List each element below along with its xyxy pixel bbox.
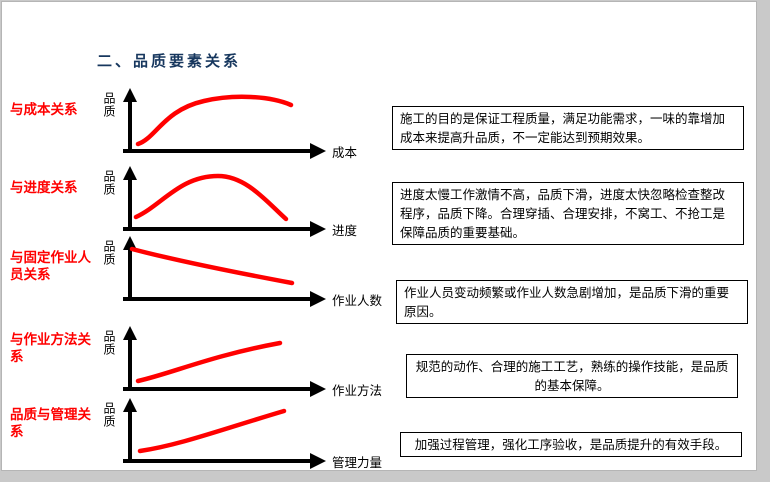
x-axis-label: 作业人数 bbox=[332, 293, 383, 308]
curve bbox=[135, 340, 283, 384]
y-axis-arrow-icon bbox=[123, 236, 137, 250]
x-axis-arrow-icon bbox=[310, 381, 326, 397]
x-axis-label: 成本 bbox=[332, 145, 358, 160]
x-axis-arrow-icon bbox=[310, 291, 326, 307]
curve bbox=[133, 173, 289, 222]
chart-management: 品质 管理力量 bbox=[102, 398, 402, 478]
row-label-workers: 与固定作业人员关系 bbox=[10, 250, 91, 283]
x-axis-arrow-icon bbox=[310, 143, 326, 159]
note-box-method: 规范的动作、合理的施工工艺，熟练的操作技能，是品质的基本保障。 bbox=[406, 354, 738, 398]
slide-canvas: 二、品质要素关系 与成本关系 品质 成本 施工的目的是保证工程质量，满足功能需求… bbox=[1, 1, 757, 471]
note-box-management: 加强过程管理，强化工序验收，是品质提升的有效手段。 bbox=[400, 432, 742, 457]
x-axis-label: 管理力量 bbox=[332, 455, 383, 470]
y-axis-label: 品质 bbox=[102, 92, 116, 118]
chart-svg bbox=[123, 88, 326, 159]
chart-method: 品质 作业方法 bbox=[102, 326, 402, 406]
note-box-cost: 施工的目的是保证工程质量，满足功能需求，一味的靠增加成本来提高升品质，不一定能达… bbox=[392, 106, 744, 150]
chart-cost: 品质 成本 bbox=[102, 88, 402, 168]
row-label-management: 品质与管理关系 bbox=[10, 407, 91, 440]
y-axis-arrow-icon bbox=[123, 88, 137, 102]
note-box-schedule: 进度太慢工作激情不高，品质下滑，进度太快忽略检查整改程序，品质下降。合理穿插、合… bbox=[392, 182, 744, 245]
x-axis-arrow-icon bbox=[310, 221, 326, 237]
chart-schedule: 品质 进度 bbox=[102, 166, 402, 246]
page-title: 二、品质要素关系 bbox=[97, 52, 242, 70]
chart-workers: 品质 作业人数 bbox=[102, 236, 402, 316]
y-axis-label: 品质 bbox=[102, 240, 116, 266]
chart-svg bbox=[123, 398, 326, 469]
note-box-workers: 作业人员变动频繁或作业人数急剧增加，是品质下滑的重要原因。 bbox=[396, 280, 748, 324]
y-axis-arrow-icon bbox=[123, 398, 137, 412]
x-axis-label: 进度 bbox=[332, 223, 358, 238]
row-label-cost: 与成本关系 bbox=[10, 102, 78, 118]
x-axis-label: 作业方法 bbox=[332, 383, 383, 398]
curve bbox=[129, 246, 295, 286]
y-axis-arrow-icon bbox=[123, 326, 137, 340]
curve bbox=[135, 94, 294, 147]
y-axis-arrow-icon bbox=[123, 166, 137, 180]
y-axis-label: 品质 bbox=[102, 402, 116, 428]
y-axis-label: 品质 bbox=[102, 170, 116, 196]
chart-svg bbox=[123, 166, 326, 237]
chart-svg bbox=[123, 326, 326, 397]
x-axis-arrow-icon bbox=[310, 453, 326, 469]
curve bbox=[137, 408, 287, 454]
chart-svg bbox=[123, 236, 326, 307]
row-label-method: 与作业方法关系 bbox=[10, 332, 91, 365]
y-axis-label: 品质 bbox=[102, 330, 116, 356]
row-label-schedule: 与进度关系 bbox=[10, 180, 78, 196]
